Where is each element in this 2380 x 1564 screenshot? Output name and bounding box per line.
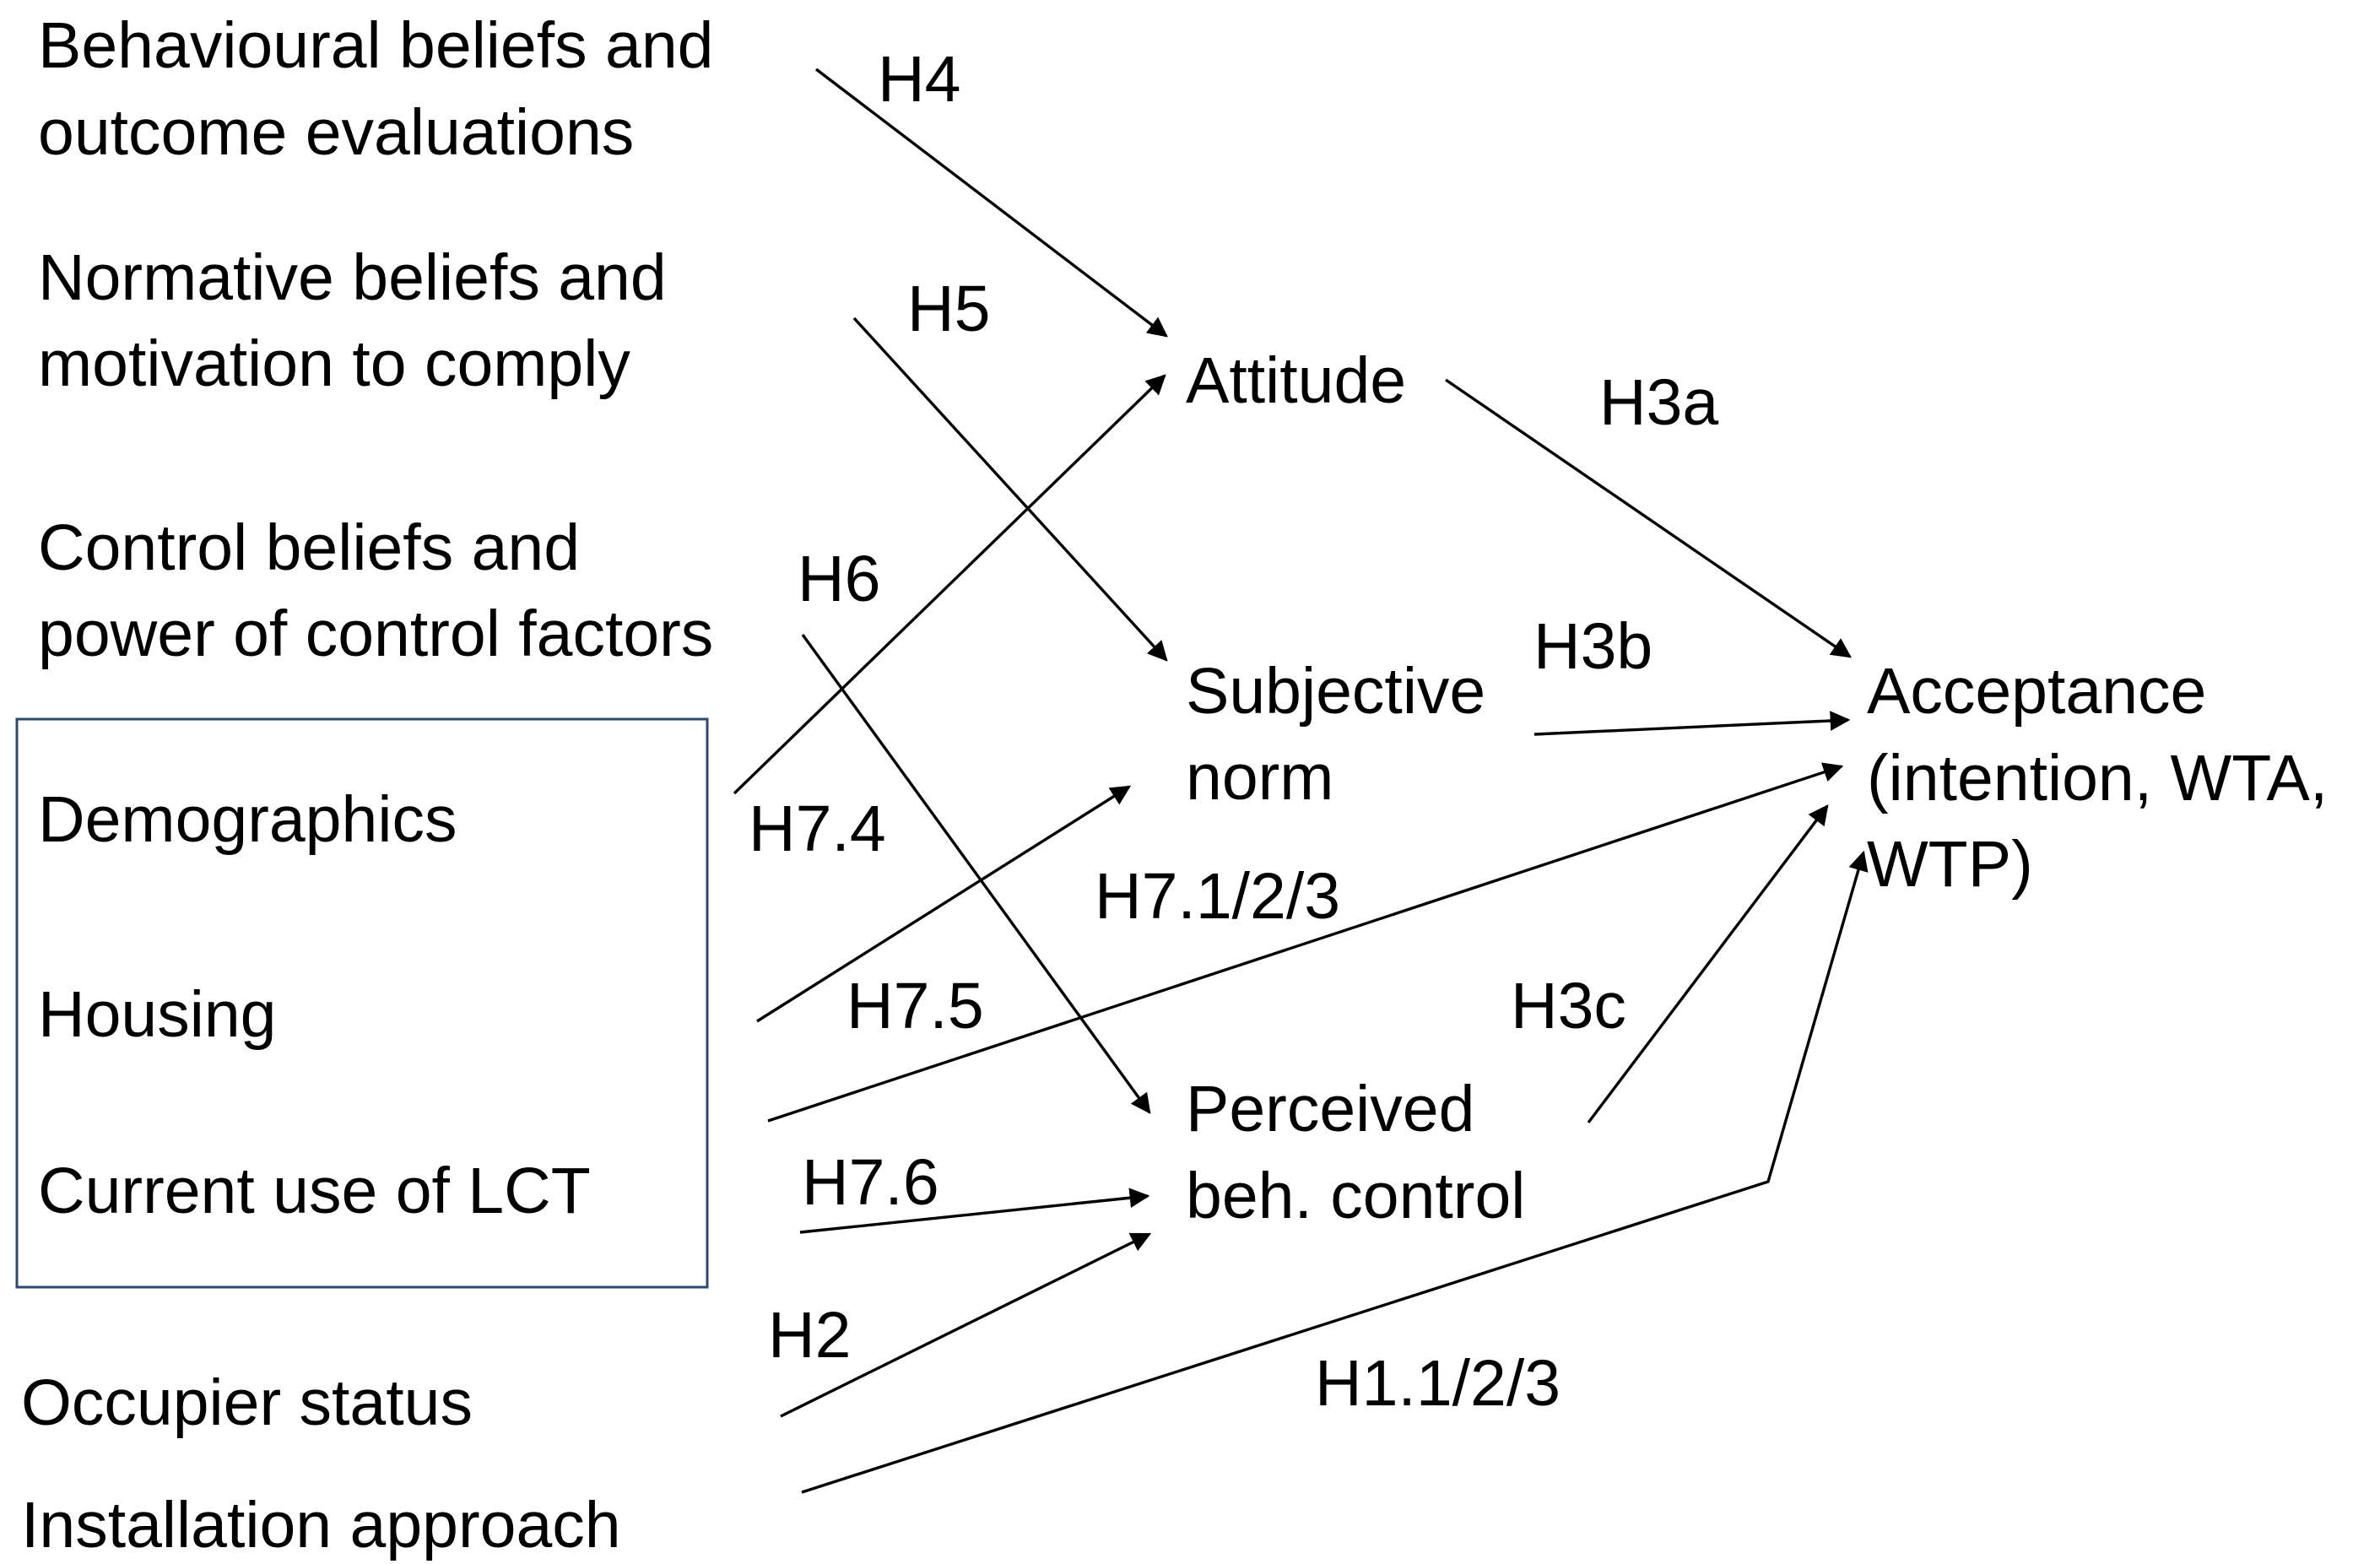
label-h3b: H3b — [1533, 610, 1652, 683]
edge-h3b — [1533, 711, 1851, 736]
label-h4: H4 — [878, 43, 960, 116]
node-acceptance: Acceptance (intention, WTA, WTP) — [1867, 655, 2346, 901]
label-h7-123: H7.1/2/3 — [1095, 860, 1340, 933]
edge-h1-123 — [801, 850, 1869, 1494]
edge-h3a — [1445, 378, 1852, 658]
node-demographics: Demographics — [38, 783, 457, 856]
edge-h7-4 — [733, 374, 1166, 795]
label-h1-123: H1.1/2/3 — [1315, 1347, 1561, 1420]
label-h7-4: H7.4 — [749, 793, 886, 865]
label-h7-6: H7.6 — [802, 1146, 939, 1219]
edge-h7-5 — [756, 785, 1132, 1023]
node-normative-beliefs: Normative beliefs and motivation to comp… — [38, 241, 684, 400]
node-current-use-lct: Current use of LCT — [38, 1155, 591, 1227]
node-occupier-status: Occupier status — [21, 1366, 473, 1439]
background-factors-group-box — [15, 717, 709, 1289]
edge-h7-6 — [799, 1188, 1150, 1234]
label-h6: H6 — [798, 543, 880, 615]
label-h7-5: H7.5 — [847, 970, 984, 1042]
edge-h5 — [852, 317, 1168, 662]
edge-h6 — [801, 634, 1151, 1114]
edge-h2 — [780, 1232, 1152, 1418]
edge-h7-123 — [767, 762, 1844, 1123]
label-h2: H2 — [768, 1299, 851, 1372]
edge-h4 — [814, 68, 1168, 338]
edge-h3c — [1587, 804, 1829, 1124]
node-housing: Housing — [38, 978, 277, 1051]
node-control-beliefs: Control beliefs and power of control fac… — [38, 511, 713, 670]
edges — [733, 68, 1869, 1494]
label-h5: H5 — [907, 273, 990, 345]
node-attitude: Attitude — [1186, 344, 1406, 417]
node-subjective-norm: Subjective norm — [1186, 655, 1504, 814]
node-behavioural-beliefs: Behavioural beliefs and outcome evaluati… — [38, 9, 732, 169]
node-perceived-beh-control: Perceived beh. control — [1186, 1073, 1525, 1232]
node-installation-approach: Installation approach — [21, 1489, 621, 1561]
label-h3c: H3c — [1511, 970, 1626, 1042]
label-h3a: H3a — [1599, 366, 1718, 439]
